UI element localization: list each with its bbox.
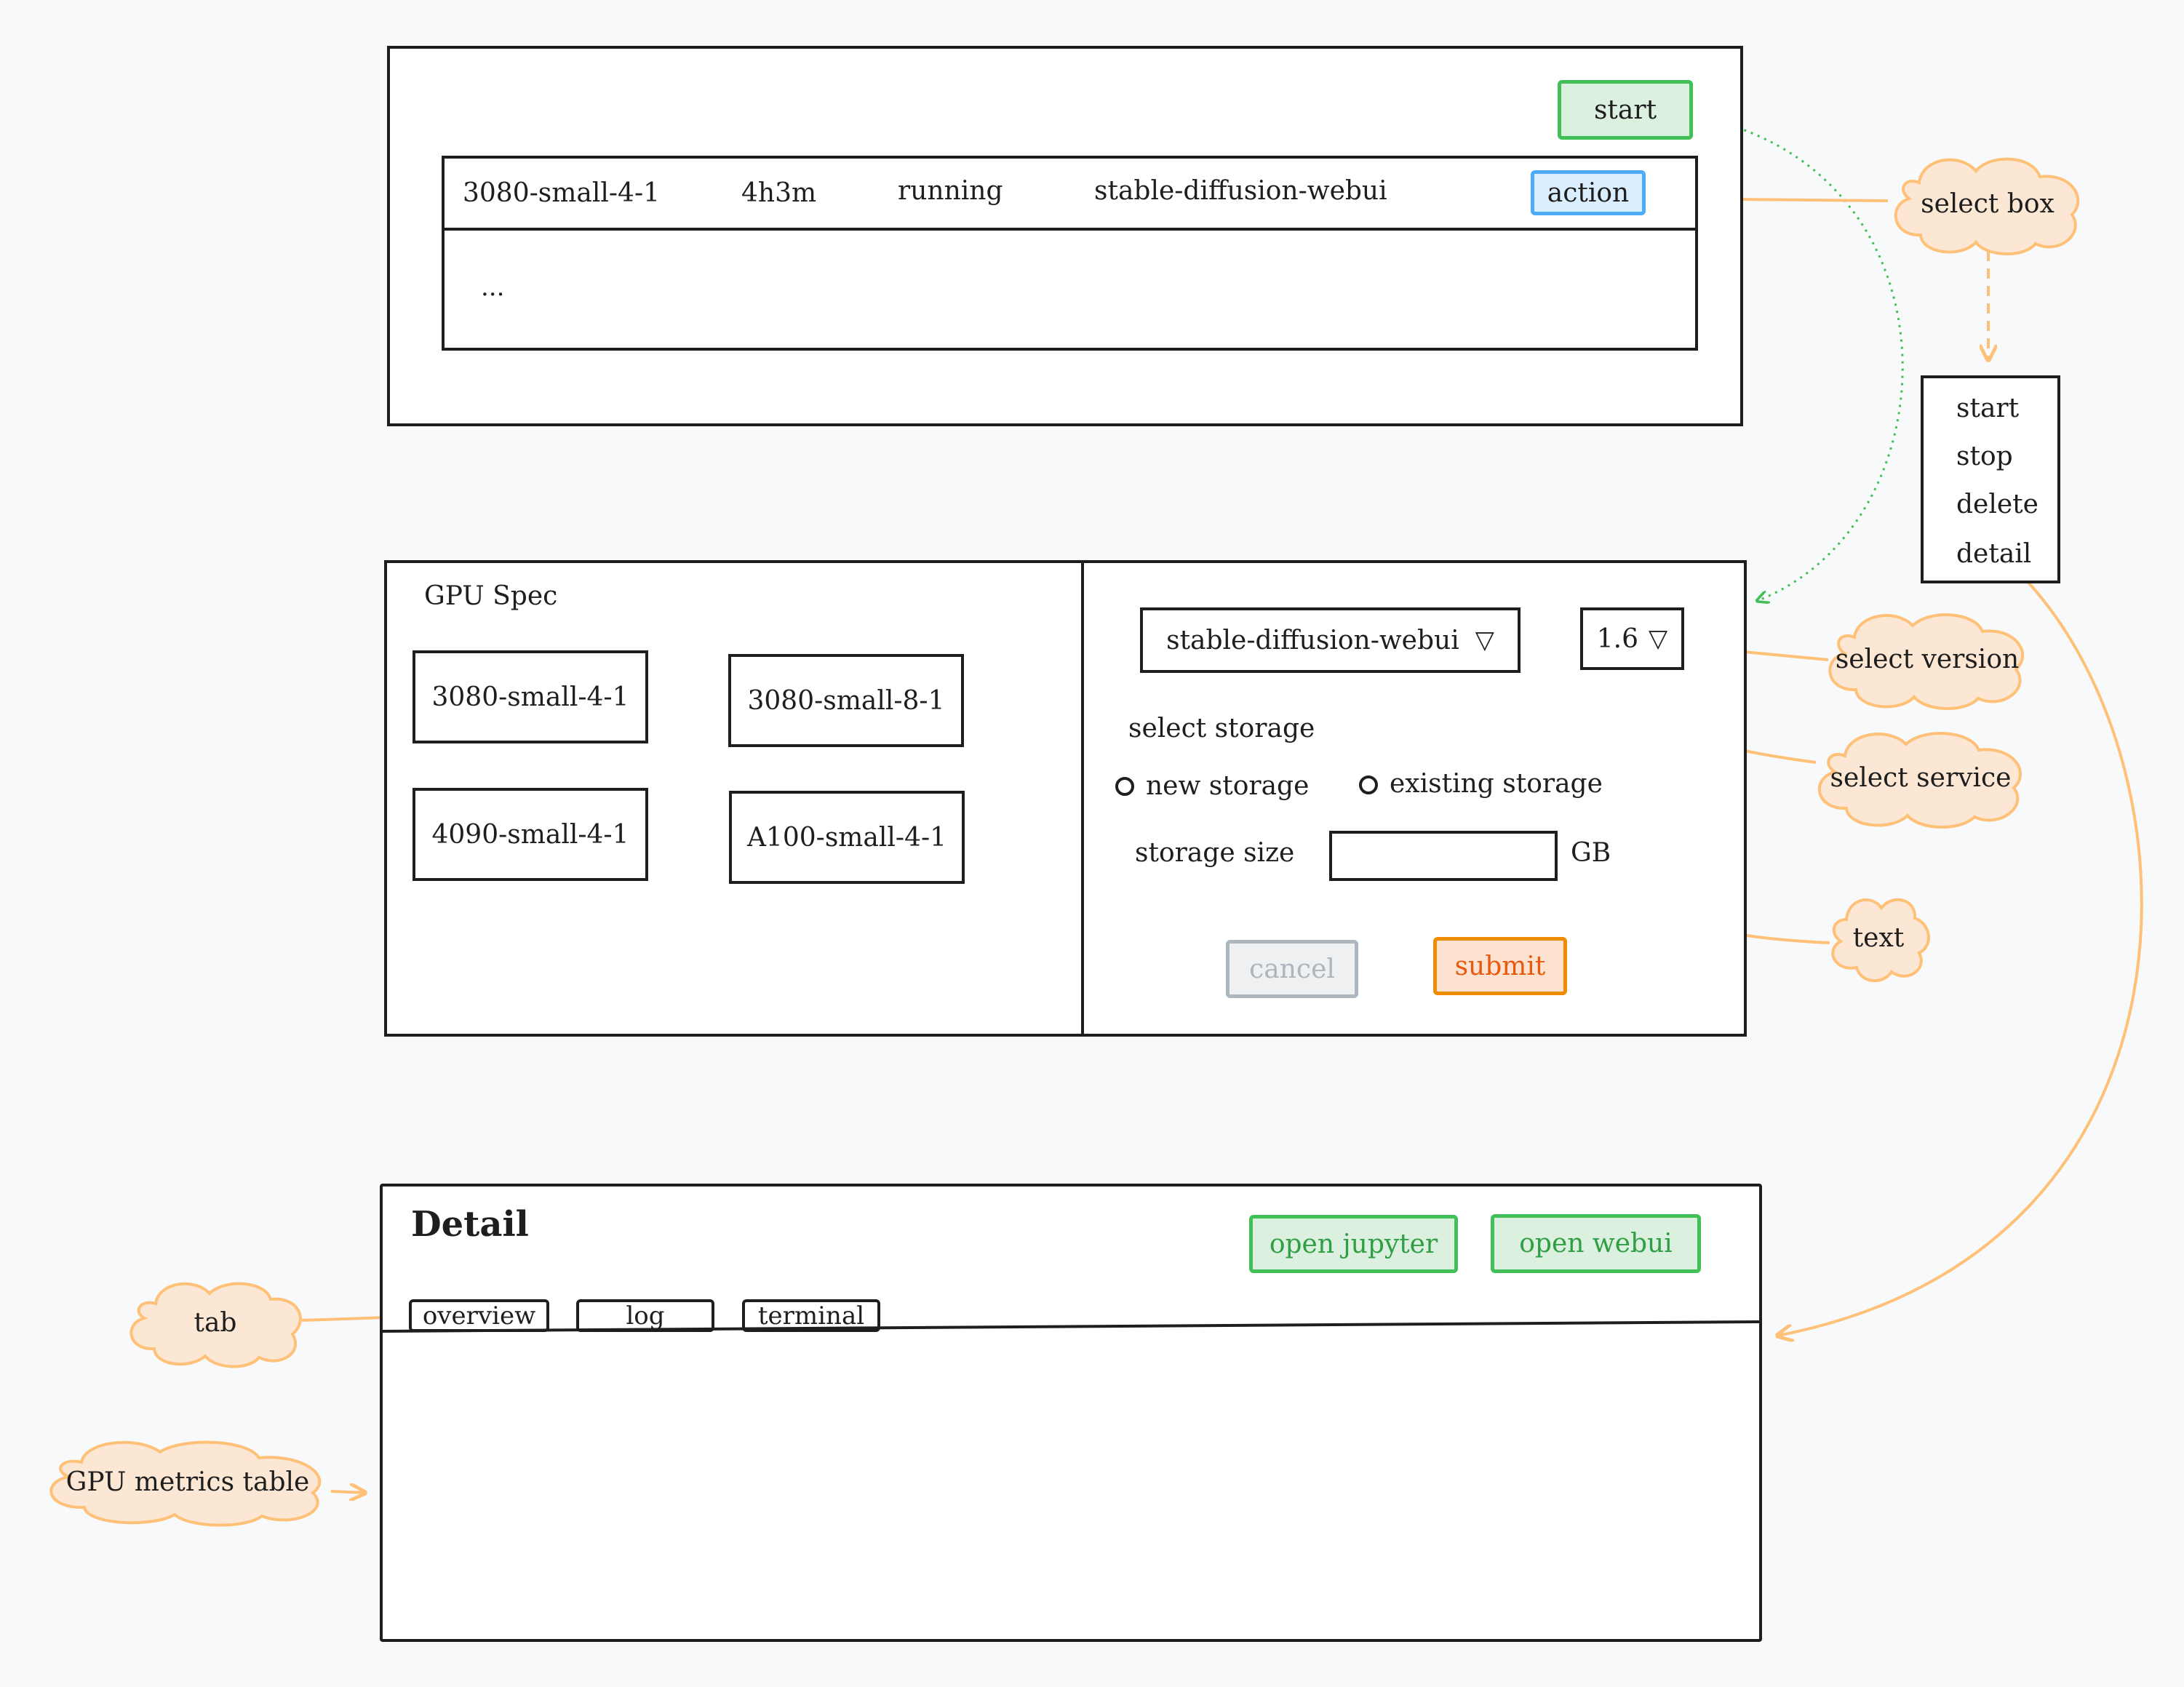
gpu-spec-option-3080-small-4-1[interactable]: 3080-small-4-1 — [413, 650, 648, 743]
submit-button[interactable]: submit — [1433, 937, 1567, 995]
instance-service: stable-diffusion-webui — [1094, 176, 1387, 206]
open-webui-button[interactable]: open webui — [1491, 1214, 1701, 1273]
gpu-spec-option-4090-small-4-1[interactable]: 4090-small-4-1 — [413, 788, 648, 881]
gpu-spec-option-a100-small-4-1[interactable]: A100-small-4-1 — [729, 791, 965, 884]
annotation-gpu-metrics-table: GPU metrics table — [65, 1467, 310, 1497]
service-select[interactable]: stable-diffusion-webui ▽ — [1140, 607, 1521, 673]
gpu-spec-title: GPU Spec — [424, 581, 558, 611]
start-button[interactable]: start — [1558, 80, 1693, 140]
annotation-cloud-select-box-shape — [1894, 157, 2080, 256]
instance-status: running — [898, 176, 1003, 206]
instance-table-row-divider — [442, 228, 1698, 231]
menu-item-delete[interactable]: delete — [1956, 490, 2038, 519]
select-storage-label: select storage — [1128, 714, 1315, 743]
detail-title: Detail — [411, 1204, 529, 1245]
service-select-value: stable-diffusion-webui — [1166, 625, 1459, 655]
annotation-tab: tab — [194, 1307, 237, 1338]
annotation-select-service: select service — [1830, 762, 2012, 793]
existing-storage-label: existing storage — [1390, 769, 1603, 799]
menu-item-detail[interactable]: detail — [1956, 539, 2032, 569]
storage-size-label: storage size — [1135, 838, 1295, 868]
radio-empty-icon[interactable] — [1359, 775, 1378, 794]
version-select[interactable]: 1.6 ▽ — [1580, 607, 1684, 670]
create-panel-divider — [1081, 560, 1084, 1037]
open-jupyter-button[interactable]: open jupyter — [1249, 1215, 1458, 1273]
annotation-cloud-text-shape — [1831, 898, 1930, 983]
cancel-button[interactable]: cancel — [1226, 940, 1358, 998]
tab-overview[interactable]: overview — [409, 1299, 549, 1332]
annotation-select-box: select box — [1921, 189, 2055, 219]
storage-unit-label: GB — [1571, 838, 1611, 868]
storage-size-input[interactable] — [1329, 831, 1558, 881]
instance-more-ellipsis: ... — [481, 273, 505, 302]
radio-empty-icon[interactable] — [1115, 777, 1134, 796]
annotation-cloud-tab-shape — [129, 1282, 302, 1368]
tab-log[interactable]: log — [576, 1299, 714, 1332]
new-storage-label: new storage — [1146, 771, 1310, 801]
annotation-text: text — [1852, 922, 1905, 953]
instance-name: 3080-small-4-1 — [463, 178, 661, 208]
gpu-spec-option-3080-small-8-1[interactable]: 3080-small-8-1 — [728, 654, 964, 747]
annotation-cloud-select-version-shape — [1828, 613, 2025, 711]
action-button[interactable]: action — [1531, 170, 1646, 215]
tab-terminal[interactable]: terminal — [742, 1299, 880, 1332]
instance-table — [442, 156, 1698, 351]
annotation-gpu-metrics-arrow — [330, 1491, 365, 1493]
annotation-cloud-select-service-shape — [1817, 732, 2022, 829]
menu-item-stop[interactable]: stop — [1956, 442, 2013, 471]
action-menu — [1921, 375, 2060, 583]
annotation-select-version: select version — [1835, 644, 2020, 674]
triangle-down-icon: ▽ — [1649, 624, 1668, 653]
annotation-cloud-gpu-metrics-shape — [49, 1440, 322, 1527]
version-select-value: 1.6 — [1596, 623, 1639, 654]
triangle-down-icon: ▽ — [1475, 626, 1494, 655]
instance-duration: 4h3m — [741, 178, 817, 208]
menu-item-start[interactable]: start — [1956, 394, 2020, 423]
